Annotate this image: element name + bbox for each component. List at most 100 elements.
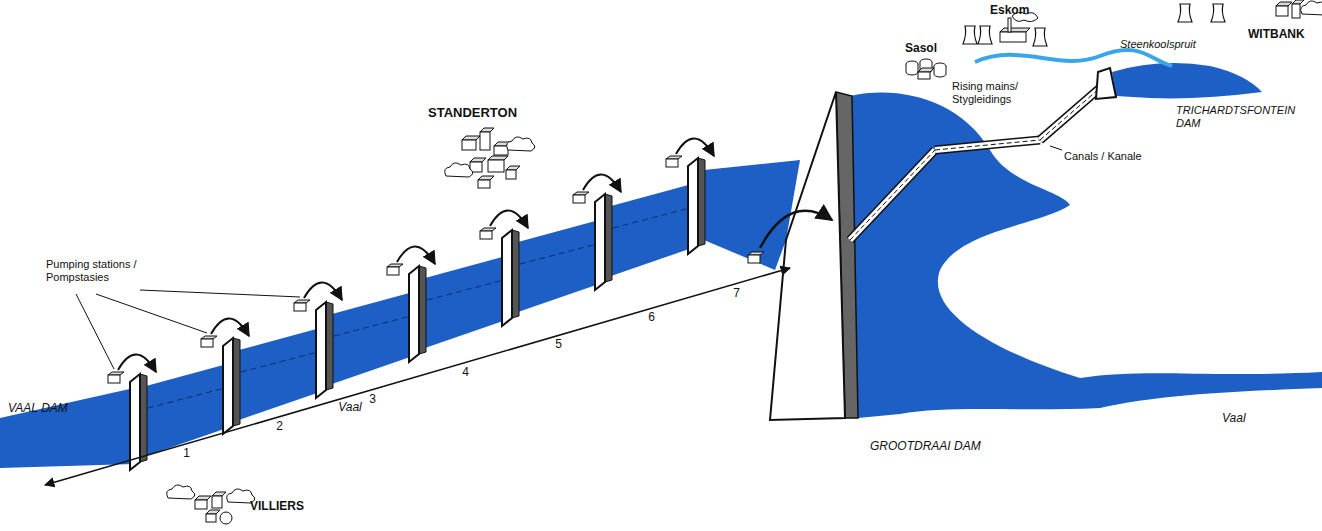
building-roof <box>480 128 494 132</box>
steenkoolspruit-river <box>975 50 1172 66</box>
tree-icon <box>167 485 195 499</box>
tank-icon <box>934 66 946 77</box>
town-icon <box>220 512 232 524</box>
building-icon <box>918 72 930 79</box>
industry-label: Eskom <box>990 4 1029 18</box>
reach-number: 5 <box>555 338 562 352</box>
grootdraai-dam-wall <box>770 92 845 420</box>
pumping-arrow <box>118 354 156 372</box>
weir-side <box>326 302 333 390</box>
rising-main-outline <box>1040 88 1100 140</box>
tank-icon <box>906 64 918 75</box>
building-roof <box>1292 0 1304 4</box>
callout-label: Pumping stations / Pompstasies <box>46 258 158 283</box>
pumping-arrow <box>583 174 621 192</box>
canal-outline <box>935 140 1040 150</box>
weir-side <box>605 194 612 282</box>
pump-station <box>108 375 120 383</box>
trichardtsfontein-reservoir <box>1112 63 1262 98</box>
chimney-icon <box>1008 18 1011 32</box>
reach-number: 2 <box>276 420 283 434</box>
weir-face <box>223 338 233 434</box>
cooling-tower-icon <box>1178 4 1192 22</box>
pump-station <box>573 195 585 203</box>
leader-line <box>96 294 207 333</box>
dam-label: GROOTDRAAI DAM <box>870 440 981 454</box>
tree-icon <box>507 137 535 151</box>
pumping-arrow <box>676 138 714 156</box>
weir-side <box>419 266 426 354</box>
river-pool <box>332 292 413 384</box>
town-label: STANDERTON <box>428 106 517 121</box>
weir-face <box>130 374 140 470</box>
building-icon <box>206 514 216 522</box>
reach-number: 3 <box>369 393 376 407</box>
river-label: Vaal <box>338 401 362 415</box>
building-roof <box>1000 28 1030 32</box>
pump-station <box>666 159 678 167</box>
building-icon <box>494 146 508 155</box>
weir-side <box>698 158 705 246</box>
building-icon <box>1000 32 1026 42</box>
building-icon <box>1292 4 1300 18</box>
leader-line <box>76 294 114 369</box>
weir-face <box>502 230 512 326</box>
town-label: VILLIERS <box>250 500 304 514</box>
rising-main-centre <box>1040 88 1100 140</box>
weir-side <box>140 374 147 462</box>
pumping-arrow <box>211 318 249 336</box>
building-icon <box>1276 6 1288 16</box>
cooling-tower-icon <box>963 26 977 44</box>
trichardtsfontein-wall <box>1096 68 1116 99</box>
cooling-tower-icon <box>1033 28 1047 46</box>
weir-face <box>595 194 605 290</box>
pool-bed-line <box>520 244 597 264</box>
pump-station <box>480 231 492 239</box>
building-roof <box>206 510 220 514</box>
dam-label: TRICHARDTSFONTEIN DAM <box>1176 104 1314 129</box>
cooling-tower-icon <box>1211 4 1225 22</box>
river-pool <box>239 328 320 420</box>
cooling-tower-icon <box>978 26 992 44</box>
pool-bed-line <box>613 208 690 228</box>
pump-station <box>748 255 760 263</box>
river-label: Vaal <box>1222 412 1246 426</box>
river-pool <box>425 256 506 348</box>
pool-bed-line <box>241 352 318 372</box>
building-icon <box>212 496 222 508</box>
building-icon <box>488 160 504 172</box>
town-label: WITBANK <box>1248 28 1305 42</box>
river-pool <box>146 364 227 456</box>
building-roof <box>212 492 226 496</box>
pump-station <box>201 339 213 347</box>
grootdraai-reservoir <box>850 93 1322 418</box>
river-pool <box>518 220 599 312</box>
building-roof <box>195 496 211 500</box>
reach-number: 6 <box>648 311 655 325</box>
rising-main-body <box>1040 88 1100 140</box>
building-roof <box>1276 2 1292 6</box>
canal-body <box>935 140 1040 150</box>
rising-main-body <box>850 150 935 240</box>
callout-label: Canals / Kanale <box>1064 150 1142 163</box>
rising-main-centre <box>850 150 935 240</box>
leader-line <box>1050 146 1062 150</box>
pump-station <box>387 267 399 275</box>
pump-station <box>294 303 306 311</box>
building-icon <box>480 132 490 150</box>
leader-line <box>140 290 300 297</box>
place-label: VAAL DAM <box>8 402 68 416</box>
tree-icon <box>445 163 473 177</box>
pool-bed-line <box>148 388 225 408</box>
pumping-arrow <box>490 210 528 228</box>
industry-label: Sasol <box>905 42 937 56</box>
weir-face <box>316 302 326 398</box>
canal-centre <box>935 140 1040 150</box>
river-pool <box>611 184 692 276</box>
pumping-arrow <box>760 211 832 248</box>
building-icon <box>506 170 516 179</box>
pool-bed-line <box>334 316 411 336</box>
weir-face <box>409 266 419 362</box>
building-icon <box>195 500 207 509</box>
